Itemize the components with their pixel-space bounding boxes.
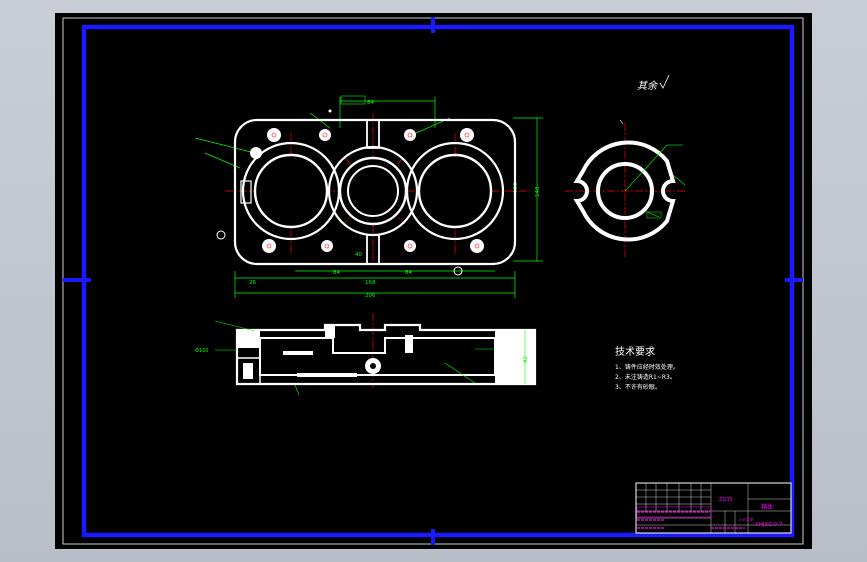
roughness-symbol xyxy=(659,74,670,89)
dim-section-dia: Φ100 xyxy=(195,348,208,354)
dim-section-height: 42 xyxy=(523,356,529,363)
tech-requirements-title: 技术要求 xyxy=(615,345,655,358)
dim-mid-span: 168 xyxy=(365,280,376,286)
dim-top-width: 84 xyxy=(367,100,374,106)
title-block: ZG35 箱体 XHJX0.0-7 ××大学 xyxy=(635,482,792,534)
bore-left xyxy=(253,153,329,229)
centering-marks xyxy=(63,17,803,545)
dim-right-span: 84 xyxy=(405,270,412,276)
tech-line-3: 3、不许有砂眼。 xyxy=(615,383,661,391)
side-view xyxy=(565,119,686,258)
tech-line-2: 2、未注铸造R1~R3。 xyxy=(615,373,676,381)
title-drawing-no: XHJX0.0-7 xyxy=(755,522,783,528)
dim-left-span: 84 xyxy=(333,270,340,276)
title-company: ××大学 xyxy=(739,516,754,522)
bore-center xyxy=(338,156,408,226)
drawing-frame xyxy=(81,24,795,538)
dim-height-total: 148 xyxy=(535,186,541,197)
title-material: ZG35 xyxy=(719,497,733,503)
bore-right xyxy=(417,153,493,229)
sheet-outer-border xyxy=(62,17,804,545)
section-view: 42 Φ100 xyxy=(195,313,537,396)
cad-viewport[interactable]: 84 40 84 84 168 206 26 108 148 xyxy=(55,13,812,549)
dim-box-top xyxy=(340,95,366,105)
bolt-holes xyxy=(250,128,484,253)
roughness-note: 其余 xyxy=(637,80,659,92)
ring-bore xyxy=(596,162,654,220)
dim-overall: 206 xyxy=(365,293,376,299)
dim-left-small: 26 xyxy=(249,280,256,286)
dim-top-left: 40 xyxy=(355,252,362,258)
top-view: 84 40 84 84 168 206 26 108 148 xyxy=(194,95,543,299)
title-part-name: 箱体 xyxy=(761,503,773,511)
cad-drawing-canvas: 84 40 84 84 168 206 26 108 148 xyxy=(62,17,804,545)
ring-outline xyxy=(573,140,676,242)
tech-line-1: 1、铸件应经时效处理。 xyxy=(615,363,679,371)
